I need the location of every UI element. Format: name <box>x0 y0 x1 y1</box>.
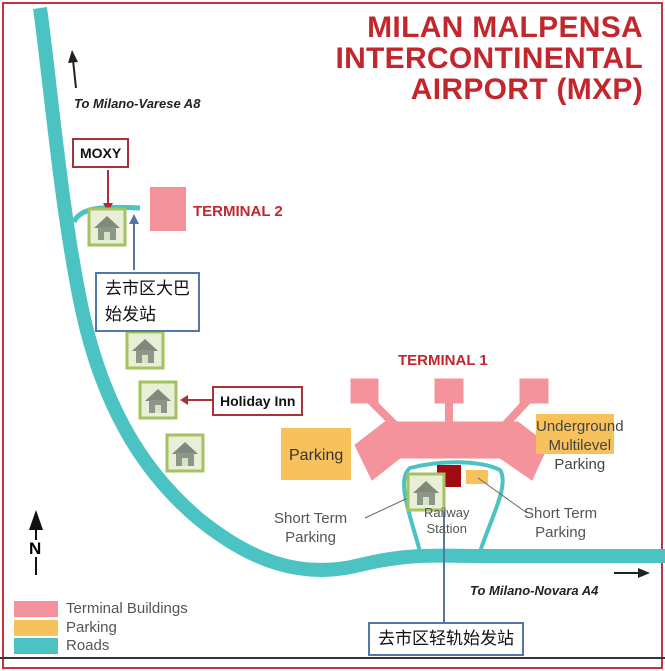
label-line: Underground <box>536 418 624 435</box>
bus-station-callout: 去市区大巴 始发站 <box>95 272 200 332</box>
to-novara-label: To Milano-Novara A4 <box>470 583 599 598</box>
legend-swatch <box>14 637 58 654</box>
to-varese-label: To Milano-Varese A8 <box>74 96 201 111</box>
moxy-callout: MOXY <box>72 138 130 168</box>
legend-terminal-buildings: Terminal Buildings <box>14 600 188 617</box>
parking-underground <box>536 414 614 454</box>
terminal1-label: TERMINAL 1 <box>398 352 488 369</box>
callout-line: 始发站 <box>105 305 156 325</box>
label-line: Railway <box>424 505 470 520</box>
hotel-icon <box>125 330 165 370</box>
main-road <box>33 7 665 577</box>
legend-label: Terminal Buildings <box>66 600 188 617</box>
legend-roads: Roads <box>14 637 109 654</box>
terminal2-label: TERMINAL 2 <box>193 203 283 220</box>
title-line: MILAN MALPENSA <box>367 11 643 44</box>
terminal1-loop-road <box>402 460 505 553</box>
label-line: Multilevel <box>548 437 612 454</box>
parking-left-label: Parking <box>289 447 344 464</box>
leader-short-term-right <box>477 477 528 514</box>
short-term-parking-right-label: Short Term Parking <box>524 504 597 542</box>
bottom-rule <box>0 657 665 662</box>
rail-station-callout: 去市区轻轨始发站 <box>368 622 524 656</box>
short-term-parking-right <box>466 470 488 484</box>
north-arrow-icon <box>29 510 43 530</box>
underground-parking-label: Underground Multilevel Parking <box>536 417 624 474</box>
label-line: Parking <box>554 456 606 473</box>
legend-label: Roads <box>66 637 110 654</box>
title-line: AIRPORT (MXP) <box>410 73 643 106</box>
holiday-inn-callout: Holiday Inn <box>212 386 304 416</box>
legend-swatch <box>14 619 58 636</box>
legend-label: Parking <box>66 619 117 636</box>
label-line: Short Term <box>274 510 348 527</box>
label-line: Station <box>426 521 467 536</box>
title-line: INTERCONTINENTAL <box>335 42 643 75</box>
railway-station-label: Railway Station <box>424 505 470 537</box>
terminal1-building <box>350 378 549 481</box>
north-label: N <box>29 539 42 558</box>
label-line: Short Term <box>524 505 598 522</box>
parking-left <box>281 428 351 480</box>
hotel-icon <box>138 380 178 420</box>
terminal2-building <box>150 187 186 231</box>
hotel-icon <box>406 472 446 512</box>
legend-swatch <box>14 600 58 617</box>
legend-parking: Parking <box>14 619 117 636</box>
map-title: MILAN MALPENSA INTERCONTINENTAL AIRPORT … <box>335 12 643 105</box>
short-term-parking-left-label: Short Term Parking <box>274 509 347 547</box>
hotel-icon <box>87 207 127 247</box>
hotel-icon <box>165 433 205 473</box>
label-line: Parking <box>285 529 336 546</box>
callout-line: 去市区大巴 <box>105 279 190 299</box>
label-line: Parking <box>535 524 586 541</box>
leader-short-term-left <box>364 496 411 519</box>
